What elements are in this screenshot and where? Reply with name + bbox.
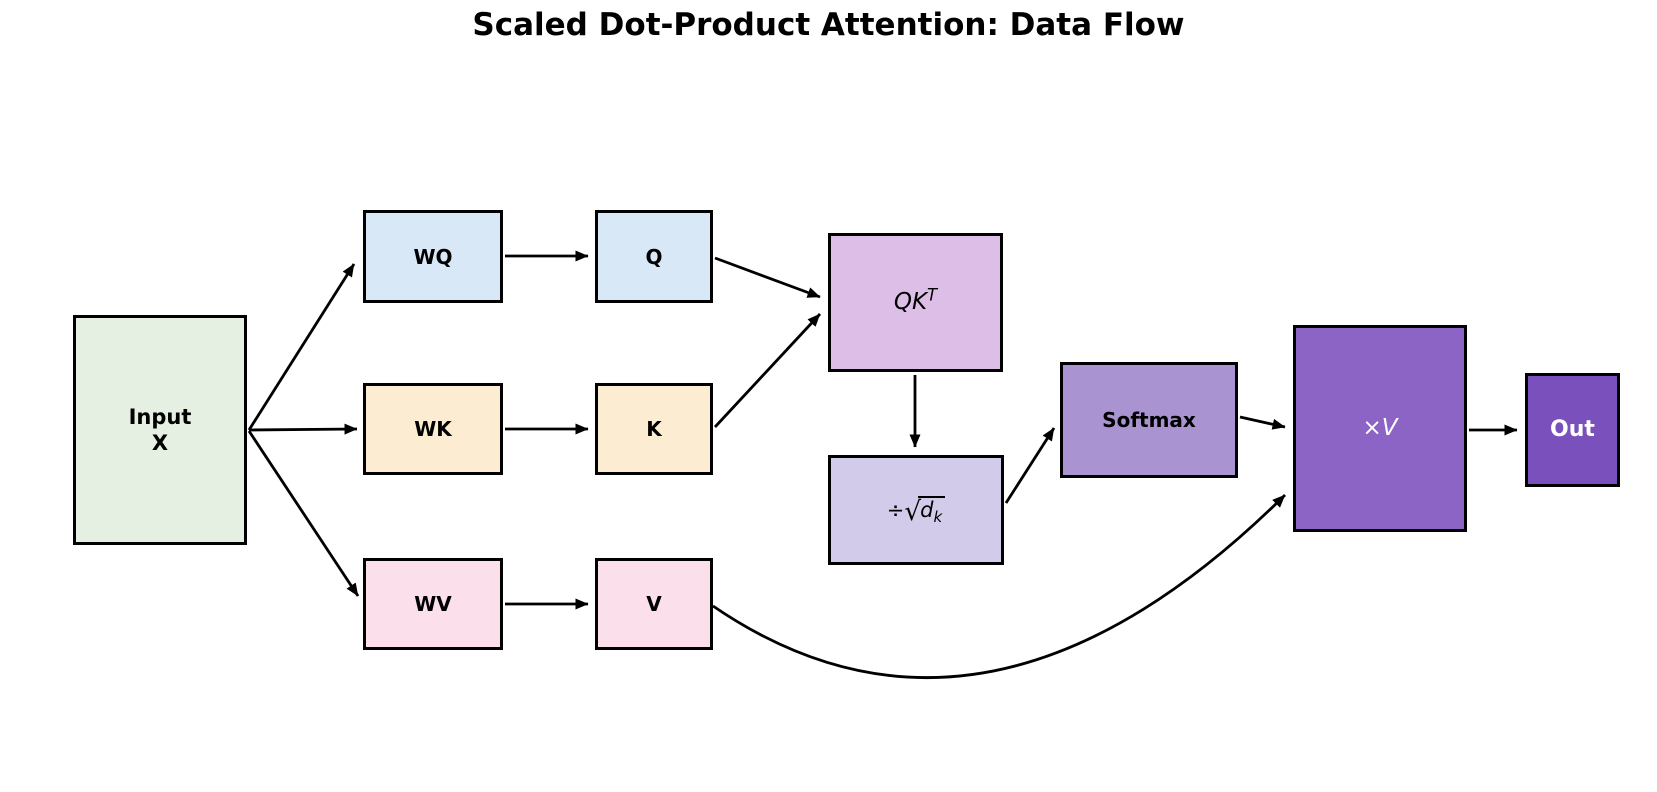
diagram-title: Scaled Dot-Product Attention: Data Flow [472, 7, 1185, 43]
node-v-label: V [646, 592, 662, 616]
node-out-label: Out [1550, 416, 1595, 442]
arrow-scale-to-softmax [1004, 427, 1056, 504]
node-xv: ×V [1293, 325, 1467, 532]
arrow-softmax-to-xv [1239, 415, 1286, 430]
times-sign: × [1362, 414, 1382, 441]
node-xv-label: ×V [1362, 414, 1398, 441]
node-qkt: QKT [828, 233, 1003, 372]
node-scale: ÷√dk [828, 455, 1004, 565]
node-input: Input X [73, 315, 247, 545]
node-q: Q [595, 210, 713, 303]
node-scale-label: ÷√dk [886, 496, 946, 526]
radicand: dk [918, 496, 946, 525]
node-wq: WQ [363, 210, 503, 303]
node-wk-label: WK [414, 417, 452, 441]
node-v: V [595, 558, 713, 650]
node-k: K [595, 383, 713, 475]
node-wv-label: WV [414, 592, 452, 616]
arrow-k-to-qkt [713, 313, 822, 428]
node-wv: WV [363, 558, 503, 650]
divide-sign: ÷ [886, 498, 905, 523]
node-wq-label: WQ [413, 244, 453, 269]
node-wk: WK [363, 383, 503, 475]
arrow-input-to-wq [247, 263, 356, 431]
radical-sign: √ [904, 497, 922, 528]
arrow-q-to-qkt [714, 256, 821, 299]
node-q-label: Q [645, 244, 663, 269]
node-out: Out [1525, 373, 1620, 487]
node-softmax: Softmax [1060, 362, 1238, 478]
node-k-label: K [646, 417, 662, 441]
arrow-input-to-wk [248, 423, 358, 435]
arrow-input-to-wv [247, 430, 360, 597]
node-input-label: Input X [128, 404, 192, 455]
node-softmax-label: Softmax [1102, 408, 1196, 432]
node-qkt-label: QKT [893, 285, 938, 315]
